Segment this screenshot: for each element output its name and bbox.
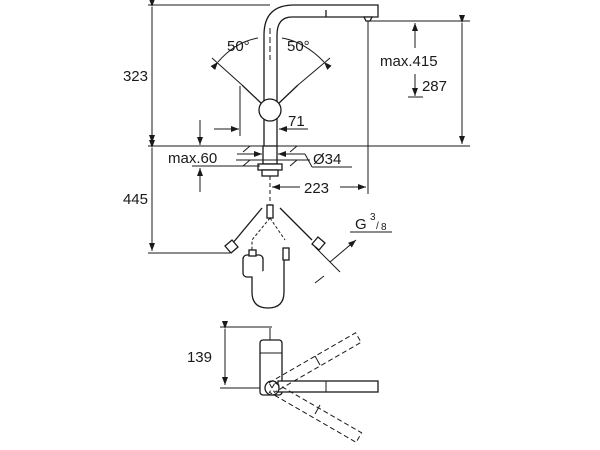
spout-reach-dimension xyxy=(272,21,369,194)
height-dimension-323 xyxy=(148,0,270,143)
label-max-60: max.60 xyxy=(168,150,217,167)
angle-indicators xyxy=(210,37,332,86)
counter-thickness-dimension xyxy=(192,120,260,192)
supply-hoses xyxy=(224,176,326,309)
faucet-top-view xyxy=(220,321,379,444)
handle-offset-dimension xyxy=(214,86,308,136)
spout-height-dimension xyxy=(370,15,470,144)
height-dimension-445 xyxy=(148,140,230,254)
thread-dimension xyxy=(314,231,392,284)
label-323: 323 xyxy=(123,68,148,85)
label-thread-g: G xyxy=(355,216,367,233)
label-thread-numerator: 3 xyxy=(370,212,376,223)
label-max-415: max.415 xyxy=(380,53,438,70)
label-223: 223 xyxy=(304,180,329,197)
label-thread-denominator: 8 xyxy=(381,222,387,233)
label-angle-left: 50° xyxy=(227,38,250,55)
hole-diameter-dimension xyxy=(237,151,352,168)
label-angle-right: 50° xyxy=(287,38,310,55)
faucet-side-view xyxy=(236,4,379,177)
label-287: 287 xyxy=(422,78,447,95)
label-445: 445 xyxy=(123,191,148,208)
label-71: 71 xyxy=(288,113,305,130)
thread-slash: / xyxy=(376,221,379,232)
label-diameter-34: Ø34 xyxy=(313,151,341,168)
label-139: 139 xyxy=(187,349,212,366)
